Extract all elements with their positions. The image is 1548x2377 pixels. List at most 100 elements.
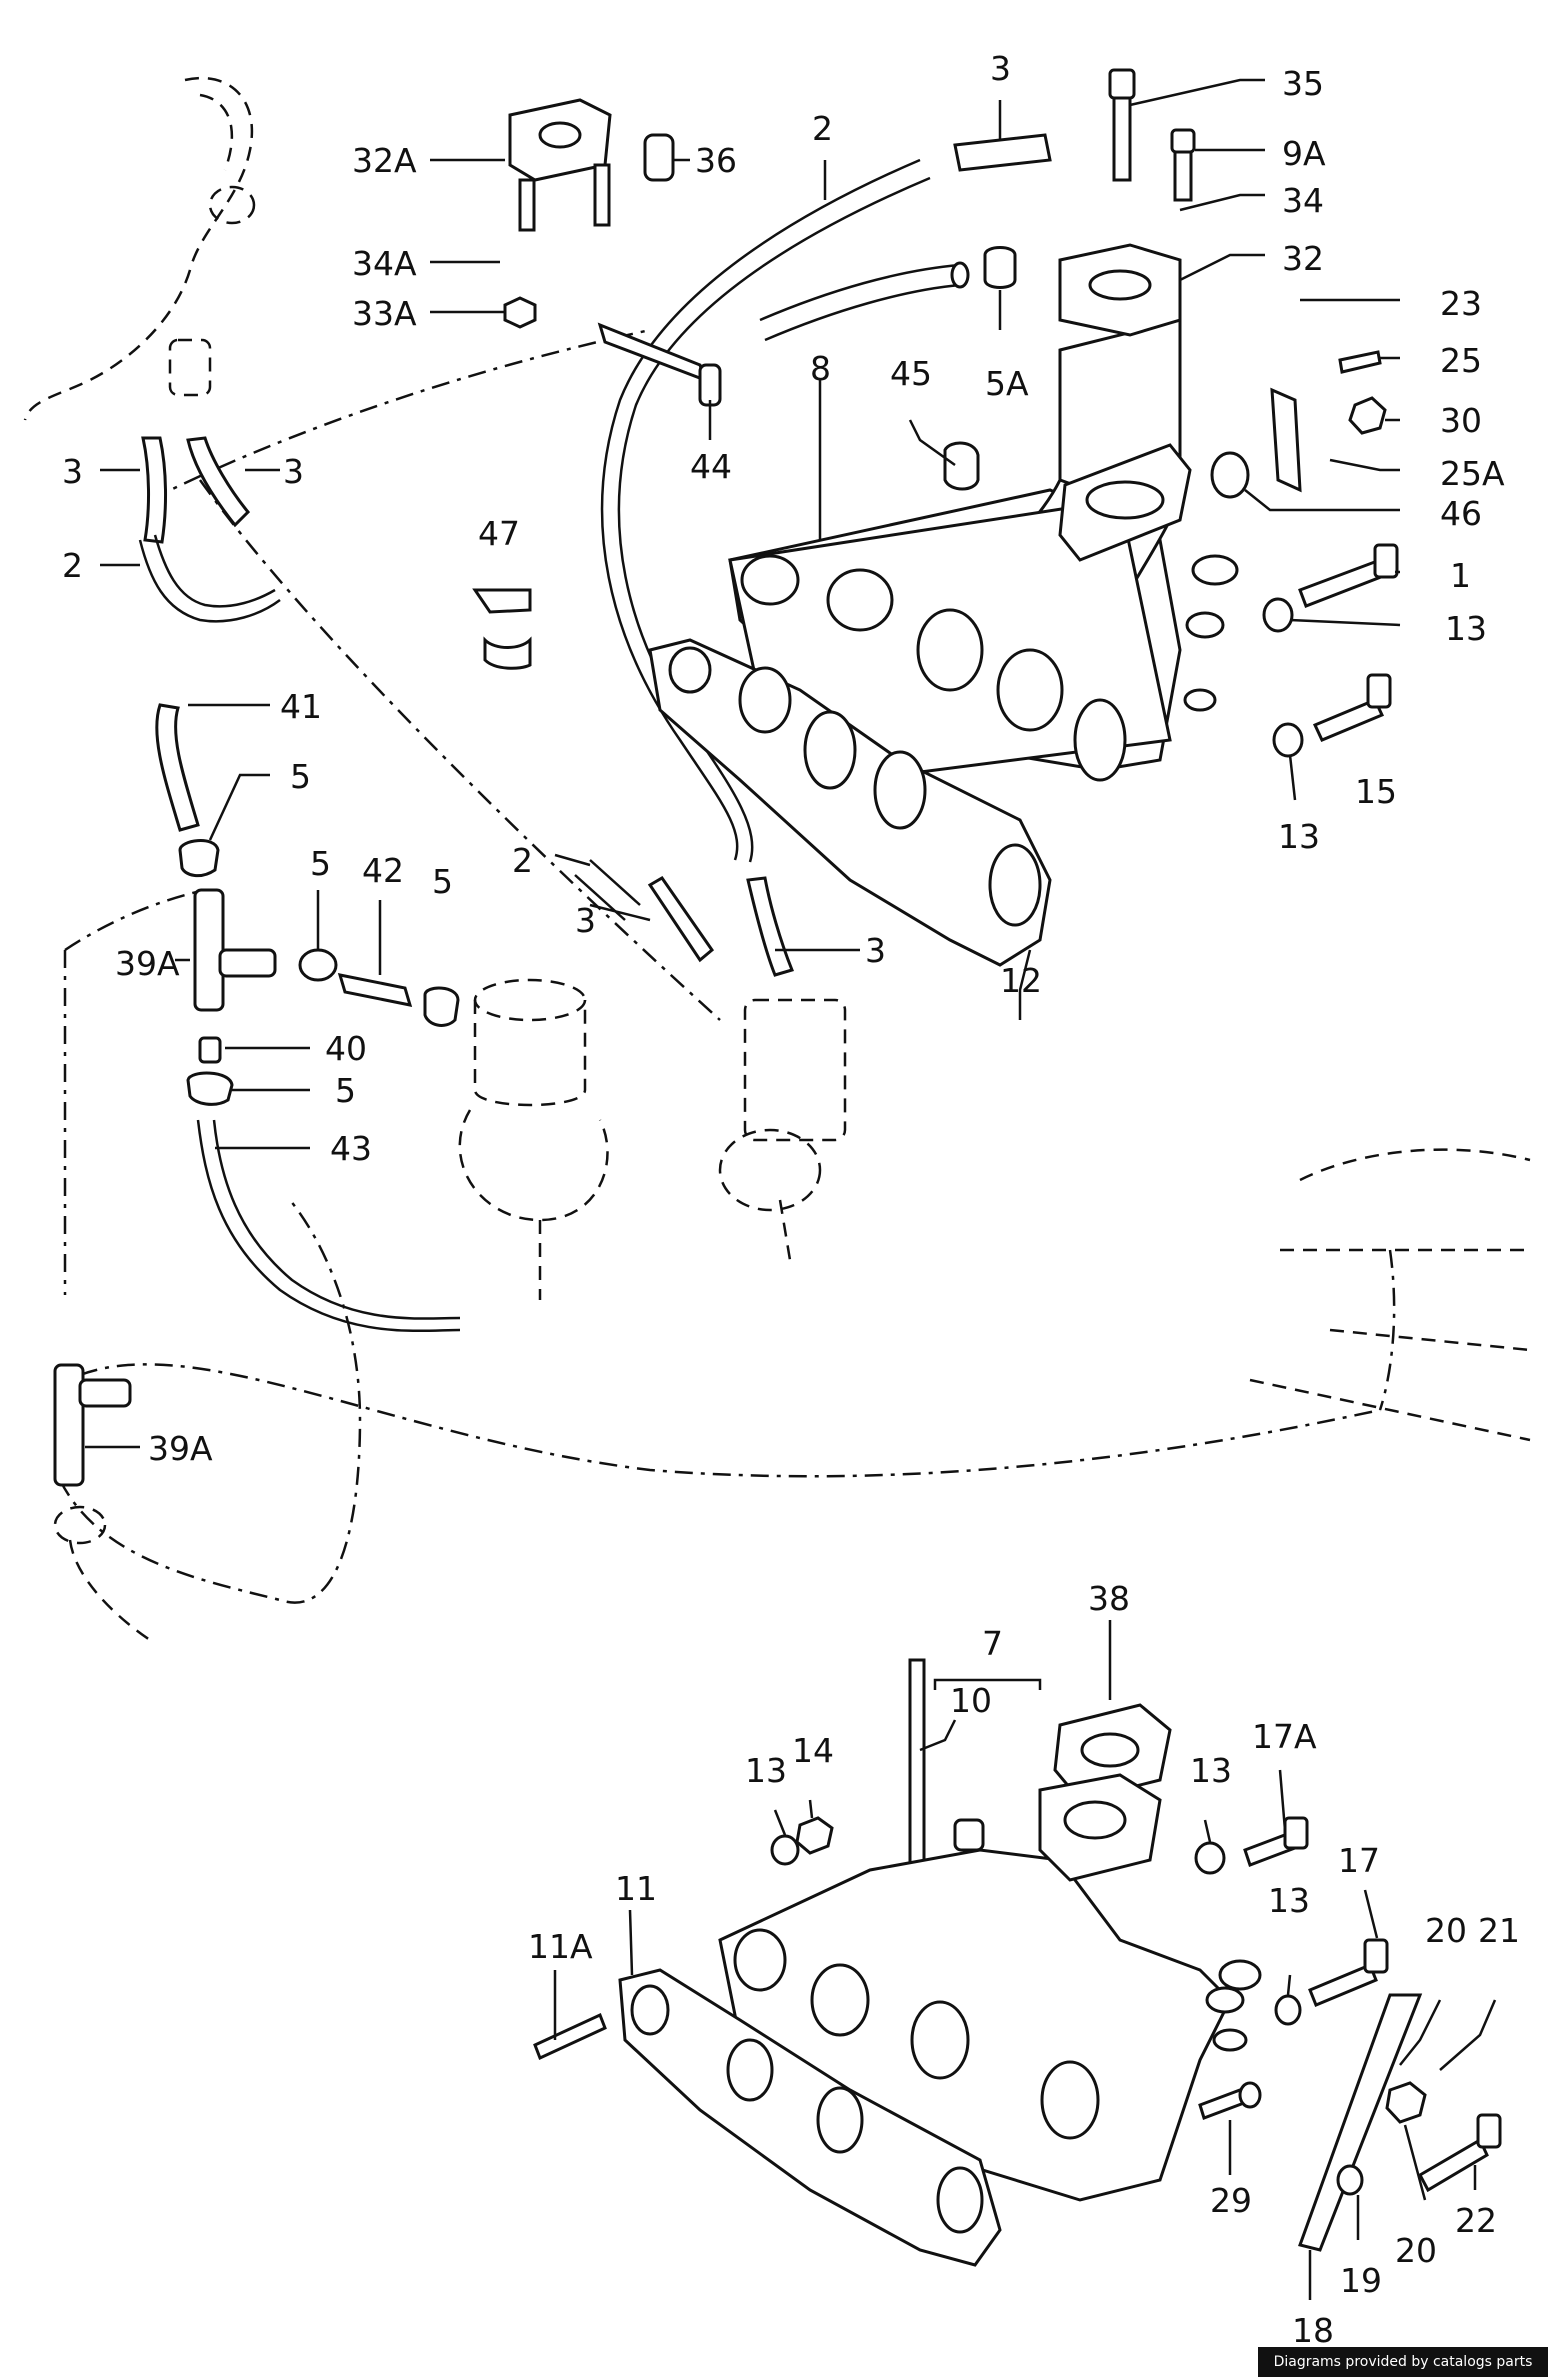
gasket-11 — [618, 1968, 1002, 2267]
ghost-vacuum-pump-left — [458, 978, 609, 1300]
bolt-25 — [1338, 350, 1382, 374]
label-19: 19 — [1340, 2261, 1382, 2300]
bolt-17a — [1243, 1816, 1309, 1867]
label-20-bottom: 20 — [1395, 2231, 1437, 2270]
label-34a: 34A — [352, 244, 417, 283]
label-5-tleft: 5 — [310, 844, 331, 883]
label-21: 21 — [1478, 1911, 1520, 1950]
bracket-23 — [1270, 387, 1302, 493]
label-17a: 17A — [1252, 1717, 1317, 1756]
bolt-17 — [1308, 1938, 1389, 2007]
sleeve-40 — [198, 1036, 222, 1064]
sleeve-45 — [943, 441, 980, 491]
washer-13-c — [1194, 1841, 1226, 1875]
label-42: 42 — [362, 851, 404, 890]
label-2-left: 2 — [62, 546, 83, 585]
label-2-mid: 2 — [512, 841, 533, 880]
label-3-left-a: 3 — [62, 452, 83, 491]
label-45: 45 — [890, 354, 932, 393]
bolt-9a — [1170, 128, 1196, 202]
label-33a: 33A — [352, 294, 417, 333]
bolt-1 — [1298, 543, 1399, 608]
hose-43 — [196, 1119, 461, 1333]
label-13-top: 13 — [1445, 609, 1487, 648]
hose-3-left-a — [141, 436, 168, 544]
label-11: 11 — [615, 1869, 657, 1908]
label-35: 35 — [1282, 64, 1324, 103]
cap-5-lower — [186, 1071, 234, 1106]
plate-upper — [1058, 443, 1192, 562]
label-1: 1 — [1450, 556, 1471, 595]
hose-2-long — [600, 158, 931, 863]
label-39a-upper: 39A — [115, 944, 180, 983]
label-10: 10 — [950, 1681, 992, 1720]
label-39a-lower: 39A — [148, 1429, 213, 1468]
label-43: 43 — [330, 1129, 372, 1168]
t-piece-39a-upper — [193, 888, 277, 1012]
label-11a: 11A — [528, 1927, 593, 1966]
label-14: 14 — [792, 1731, 834, 1770]
label-22: 22 — [1455, 2201, 1497, 2240]
label-3-left-b: 3 — [283, 452, 304, 491]
label-13-c: 13 — [1190, 1751, 1232, 1790]
hose-route-lines — [58, 328, 1396, 1604]
label-36: 36 — [695, 141, 737, 180]
washer-13-top — [1262, 597, 1294, 633]
label-25: 25 — [1440, 341, 1482, 380]
label-8: 8 — [810, 349, 831, 388]
label-5-upper: 5 — [290, 757, 311, 796]
washer-13-d — [1274, 1994, 1302, 2026]
washer-19 — [1336, 2164, 1364, 2196]
label-7: 7 — [982, 1624, 1003, 1663]
hose-2-upper — [759, 261, 970, 342]
nut-33a — [503, 296, 537, 329]
stud-10 — [908, 1658, 926, 1882]
clamp-5a — [983, 246, 1017, 289]
washer-13-mid — [1272, 722, 1304, 758]
hose-3-top — [953, 133, 1052, 172]
label-32: 32 — [1282, 239, 1324, 278]
ghost-hose-top-left — [23, 76, 256, 421]
clamp-5-b — [423, 986, 460, 1027]
ghost-valve-center — [718, 998, 847, 1261]
nut-21 — [1385, 2081, 1427, 2124]
cap-5-upper — [178, 839, 220, 878]
hose-2-left — [138, 534, 281, 623]
label-5-tright: 5 — [432, 862, 453, 901]
label-5a: 5A — [985, 364, 1029, 403]
hose-41 — [155, 703, 200, 832]
label-23: 23 — [1440, 284, 1482, 323]
bolt-35 — [1108, 68, 1136, 182]
label-18: 18 — [1292, 2311, 1334, 2350]
label-25a: 25A — [1440, 454, 1505, 493]
nut-14 — [795, 1816, 834, 1855]
leader-lines — [85, 78, 1497, 2300]
pipe-42 — [337, 973, 413, 1007]
bracket-18 — [1298, 1993, 1423, 2252]
label-40: 40 — [325, 1029, 367, 1068]
label-30: 30 — [1440, 401, 1482, 440]
label-41: 41 — [280, 687, 322, 726]
label-13-mid: 13 — [1278, 817, 1320, 856]
t-piece-39a-lower — [53, 1363, 132, 1487]
label-12: 12 — [1000, 961, 1042, 1000]
washer-13-b — [770, 1834, 800, 1866]
label-20-top: 20 — [1425, 1911, 1467, 1950]
label-29: 29 — [1210, 2181, 1252, 2220]
label-9a: 9A — [1282, 134, 1326, 173]
sleeve-36 — [643, 133, 675, 182]
label-34: 34 — [1282, 181, 1324, 220]
label-15: 15 — [1355, 772, 1397, 811]
gasket-38 — [1053, 1703, 1172, 1802]
clip-44 — [597, 322, 722, 407]
label-46: 46 — [1440, 494, 1482, 533]
bolt-22 — [1417, 2113, 1502, 2193]
ghost-pipe-left-bottom — [53, 1505, 151, 1642]
pin-29 — [1198, 2081, 1262, 2120]
hose-3-mid-a — [647, 876, 715, 963]
bolt-15 — [1312, 673, 1392, 742]
stud-11a — [533, 2012, 607, 2061]
label-17: 17 — [1338, 1841, 1380, 1880]
callout-labels: 35 9A 34 32 23 25 30 25A 46 1 13 15 13 1… — [62, 49, 1520, 2350]
